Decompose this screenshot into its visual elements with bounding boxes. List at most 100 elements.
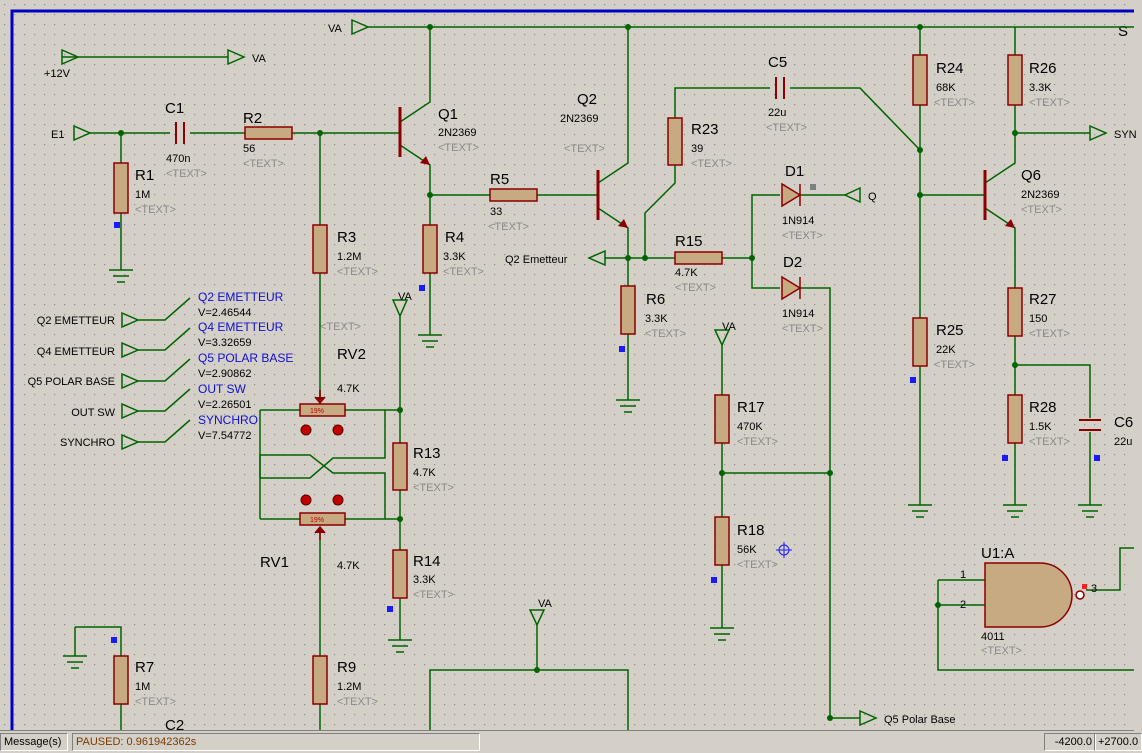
r5-ref[interactable]: R5 (490, 171, 509, 188)
r9-value: 1.2M (337, 681, 361, 693)
r9-ref[interactable]: R9 (337, 659, 356, 676)
r4-ref[interactable]: R4 (445, 229, 464, 246)
va-arrow-label: VA (252, 53, 267, 65)
ground-symbols (63, 269, 1102, 669)
q2-value: 2N2369 (560, 113, 599, 125)
r25-ref[interactable]: R25 (936, 322, 964, 339)
r18-ref[interactable]: R18 (737, 522, 765, 539)
voltage-probe-name: Q5 POLAR BASE (198, 351, 293, 365)
r2-ref[interactable]: R2 (243, 110, 262, 127)
sheet-frame (10, 9, 1134, 730)
r15-text: <TEXT> (675, 282, 716, 294)
rv1-ref[interactable]: RV1 (260, 554, 289, 571)
r6-ref[interactable]: R6 (646, 291, 665, 308)
rv1-value: 4.7K (337, 560, 360, 572)
plus12v-label: +12V (44, 68, 71, 80)
q6-ref[interactable]: Q6 (1021, 167, 1041, 184)
r14-ref[interactable]: R14 (413, 553, 441, 570)
d2-text: <TEXT> (782, 323, 823, 335)
r28-ref[interactable]: R28 (1029, 399, 1057, 416)
q6-value: 2N2369 (1021, 189, 1060, 201)
capacitor-plates (175, 77, 1101, 431)
q2-emetteur-terminal[interactable] (587, 249, 606, 267)
r26-value: 3.3K (1029, 82, 1052, 94)
coord-x: -4200.0 (1044, 733, 1096, 751)
voltage-probe-value: V=3.32659 (198, 337, 252, 349)
r25-text: <TEXT> (934, 359, 975, 371)
va-top-terminal[interactable] (351, 18, 370, 36)
q1-ref[interactable]: Q1 (438, 106, 458, 123)
voltage-probe-value: V=2.90862 (198, 368, 252, 380)
schematic-canvas[interactable]: S (0, 0, 1137, 734)
r23-ref[interactable]: R23 (691, 121, 719, 138)
plus12v-terminal[interactable] (61, 48, 80, 66)
c1-value: 470n (166, 153, 190, 165)
sheet-title: S (1118, 23, 1128, 40)
q-terminal[interactable] (843, 186, 861, 204)
d1-value: 1N914 (782, 215, 814, 227)
q1-value: 2N2369 (438, 127, 477, 139)
probe-input-label: SYNCHRO (60, 437, 115, 449)
va-arrow-terminal[interactable] (227, 48, 246, 66)
r26-ref[interactable]: R26 (1029, 60, 1057, 77)
voltage-probe-name: Q2 EMETTEUR (198, 290, 284, 304)
coord-y: +2700.0 (1094, 733, 1142, 751)
c5-ref[interactable]: C5 (768, 54, 787, 71)
u1a-pin1: 1 (960, 569, 966, 581)
c1-ref[interactable]: C1 (165, 100, 184, 117)
r3-text: <TEXT> (337, 266, 378, 278)
c6-value: 22u (1114, 436, 1132, 448)
pot-buttons[interactable] (300, 424, 344, 506)
q5-polar-label: Q5 Polar Base (884, 714, 956, 726)
r14-value: 3.3K (413, 574, 436, 586)
r7-ref[interactable]: R7 (135, 659, 154, 676)
q5-polar-terminal[interactable] (859, 709, 878, 727)
r13-ref[interactable]: R13 (413, 445, 441, 462)
r27-ref[interactable]: R27 (1029, 291, 1057, 308)
messages-tab[interactable]: Message(s) (0, 733, 68, 751)
probe-input-label: OUT SW (71, 407, 115, 419)
resistor-bodies (113, 54, 1023, 705)
va-r17-label: VA (722, 321, 737, 333)
d2-ref[interactable]: D2 (783, 254, 802, 271)
r3-ref[interactable]: R3 (337, 229, 356, 246)
pot-wipers (314, 390, 326, 540)
q2-emetteur-label: Q2 Emetteur (505, 254, 568, 266)
rv2-text: <TEXT> (320, 321, 361, 333)
r27-value: 150 (1029, 313, 1047, 325)
q2-ref[interactable]: Q2 (577, 91, 597, 108)
r15-value: 4.7K (675, 267, 698, 279)
va-rv2-terminal[interactable] (391, 299, 409, 318)
probe-input-label: Q4 EMETTEUR (37, 346, 115, 358)
r18-text: <TEXT> (737, 559, 778, 571)
u1a-pin2: 2 (960, 599, 966, 611)
va-bottom-terminal[interactable] (528, 609, 546, 627)
r1-ref[interactable]: R1 (135, 167, 154, 184)
r24-ref[interactable]: R24 (936, 60, 964, 77)
e1-terminal[interactable] (73, 124, 92, 142)
r15-ref[interactable]: R15 (675, 233, 703, 250)
c6-ref[interactable]: C6 (1114, 414, 1133, 431)
voltage-probe-value: V=2.26501 (198, 399, 252, 411)
r28-value: 1.5K (1029, 421, 1052, 433)
u1a-ref[interactable]: U1:A (981, 545, 1014, 562)
synchro-terminal[interactable] (1089, 124, 1108, 142)
rv2-ref[interactable]: RV2 (337, 346, 366, 363)
r14-text: <TEXT> (413, 589, 454, 601)
simulation-status: PAUSED: 0.961942362s (72, 733, 480, 751)
r17-ref[interactable]: R17 (737, 399, 765, 416)
r24-text: <TEXT> (934, 97, 975, 109)
q-label: Q (868, 191, 877, 203)
transistor-arrows (420, 156, 1015, 228)
va-r17-terminal[interactable] (713, 329, 731, 347)
r18-value: 56K (737, 544, 757, 556)
r5-value: 33 (490, 206, 502, 218)
probe-input-terminals[interactable] (121, 311, 140, 451)
r1-value: 1M (135, 189, 150, 201)
c2-ref[interactable]: C2 (165, 717, 184, 734)
u1a-nand-gate[interactable] (984, 562, 1073, 628)
d1-ref[interactable]: D1 (785, 163, 804, 180)
diode-bodies (781, 182, 802, 301)
voltage-probe-name: SYNCHRO (198, 413, 258, 427)
r9-text: <TEXT> (337, 696, 378, 708)
